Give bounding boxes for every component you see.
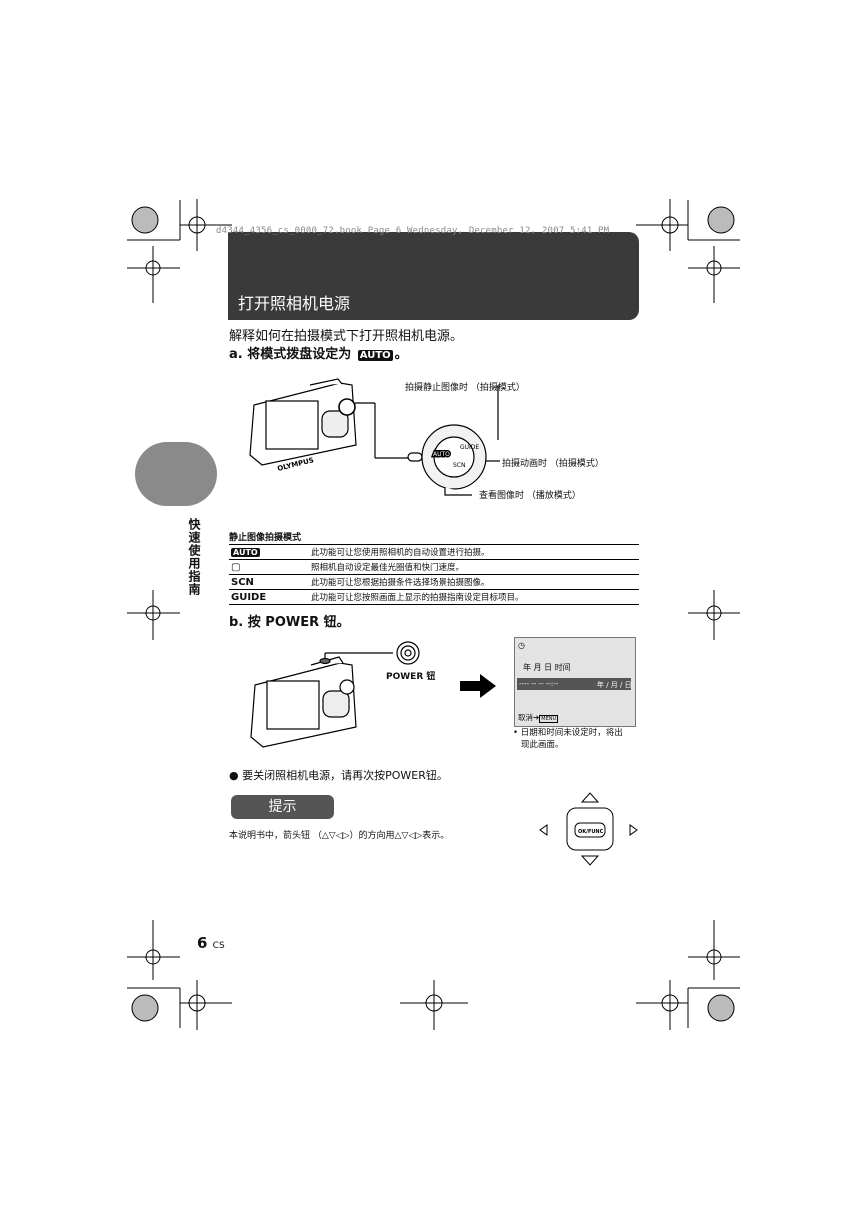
intro-text: 解释如何在拍摄模式下打开照相机电源。 — [229, 329, 464, 344]
page-title: 打开照相机电源 — [238, 294, 351, 313]
screen-note: • 日期和时间未设定时，将出 现此画面。 — [513, 727, 623, 751]
table-row: SCN 此功能可让您根据拍摄条件选择场景拍摄图像。 — [229, 574, 639, 590]
mode-desc: 此功能可让您根据拍摄条件选择场景拍摄图像。 — [309, 574, 639, 590]
mode-cell: GUIDE — [229, 589, 309, 605]
label-still-mode: 拍摄静止图像时 （拍摄模式） — [405, 383, 525, 393]
camera-mode-dial-illustration: OLYMPUS AUTO SCN GUIDE — [249, 378, 500, 496]
tip-heading: 提示 — [231, 795, 334, 819]
section-header-bar — [228, 232, 639, 320]
table-row: ▢ 照相机自动设定最佳光圈值和快门速度。 — [229, 559, 639, 575]
date-time-screen: ◷ 年 月 日 时间 ---- -- -- --:-- 年 / 月 / 日 取消… — [514, 637, 636, 727]
date-format: 年 / 月 / 日 — [597, 681, 632, 689]
page-language: CS — [212, 941, 225, 951]
menu-icon: MENU — [539, 715, 559, 723]
ok-func-label: OK/FUNC — [578, 829, 604, 835]
power-off-note-text: 要关闭照相机电源，请再次按POWER钮。 — [242, 769, 448, 782]
side-tab-marker — [135, 442, 217, 506]
table-row: AUTO 此功能可让您使用照相机的自动设置进行拍摄。 — [229, 544, 639, 560]
dial-auto-mark: AUTO — [433, 451, 450, 458]
screen-note-line-1: • 日期和时间未设定时，将出 — [513, 728, 623, 738]
table-row: GUIDE 此功能可让您按照画面上显示的拍摄指南设定目标项目。 — [229, 589, 639, 605]
camera-power-illustration — [250, 641, 420, 748]
print-info-line: d4344_4356_cs_0000_72.book Page 6 Wednes… — [216, 226, 610, 236]
step-a-prefix: a. 将模式拨盘设定为 — [229, 347, 352, 362]
label-movie-mode: 拍摄动画时 （拍摄模式） — [502, 459, 604, 469]
step-a-suffix: 。 — [394, 347, 408, 362]
mode-table: AUTO 此功能可让您使用照相机的自动设置进行拍摄。 ▢ 照相机自动设定最佳光圈… — [229, 544, 639, 605]
mode-desc: 此功能可让您使用照相机的自动设置进行拍摄。 — [309, 544, 639, 560]
arrow-right-icon — [460, 674, 496, 698]
date-fields: ---- -- -- --:-- — [519, 680, 559, 688]
power-button-label: POWER 钮 — [386, 672, 436, 682]
cancel-hint: 取消➔MENU — [518, 713, 559, 723]
mode-cell: AUTO — [229, 544, 309, 560]
mode-cell: SCN — [229, 574, 309, 590]
clock-icon: ◷ — [518, 641, 525, 650]
table-title: 静止图像拍摄模式 — [229, 533, 302, 543]
date-input-bar — [517, 678, 631, 690]
arrow-pad-diagram: OK/FUNC — [539, 792, 638, 866]
step-a: a. 将模式拨盘设定为 AUTO。 — [229, 343, 408, 362]
mode-desc: 此功能可让您按照画面上显示的拍摄指南设定目标项目。 — [309, 589, 639, 605]
screen-note-line-2: 现此画面。 — [521, 740, 564, 750]
page-number: 6 CS — [197, 934, 225, 952]
mode-desc: 照相机自动设定最佳光圈值和快门速度。 — [309, 559, 639, 575]
tip-text: 本说明书中，箭头钮 （△▽◁▷）的方向用△▽◁▷表示。 — [229, 831, 450, 841]
bullet-icon: ● — [229, 769, 239, 782]
label-playback-mode: 查看图像时 （播放模式） — [479, 491, 581, 501]
dial-scn-mark: SCN — [453, 462, 466, 469]
side-tab-label: 快速使用指南 — [187, 518, 201, 596]
dial-guide-mark: GUIDE — [460, 444, 479, 451]
screen-header: 年 月 日 时间 — [523, 663, 571, 672]
page-number-value: 6 — [197, 934, 208, 952]
camera-icon: ▢ — [229, 559, 309, 575]
cancel-text: 取消 — [518, 713, 533, 722]
auto-icon: AUTO — [357, 350, 393, 361]
step-b: b. 按 POWER 钮。 — [229, 615, 350, 630]
power-off-note: ● 要关闭照相机电源，请再次按POWER钮。 — [229, 767, 448, 783]
